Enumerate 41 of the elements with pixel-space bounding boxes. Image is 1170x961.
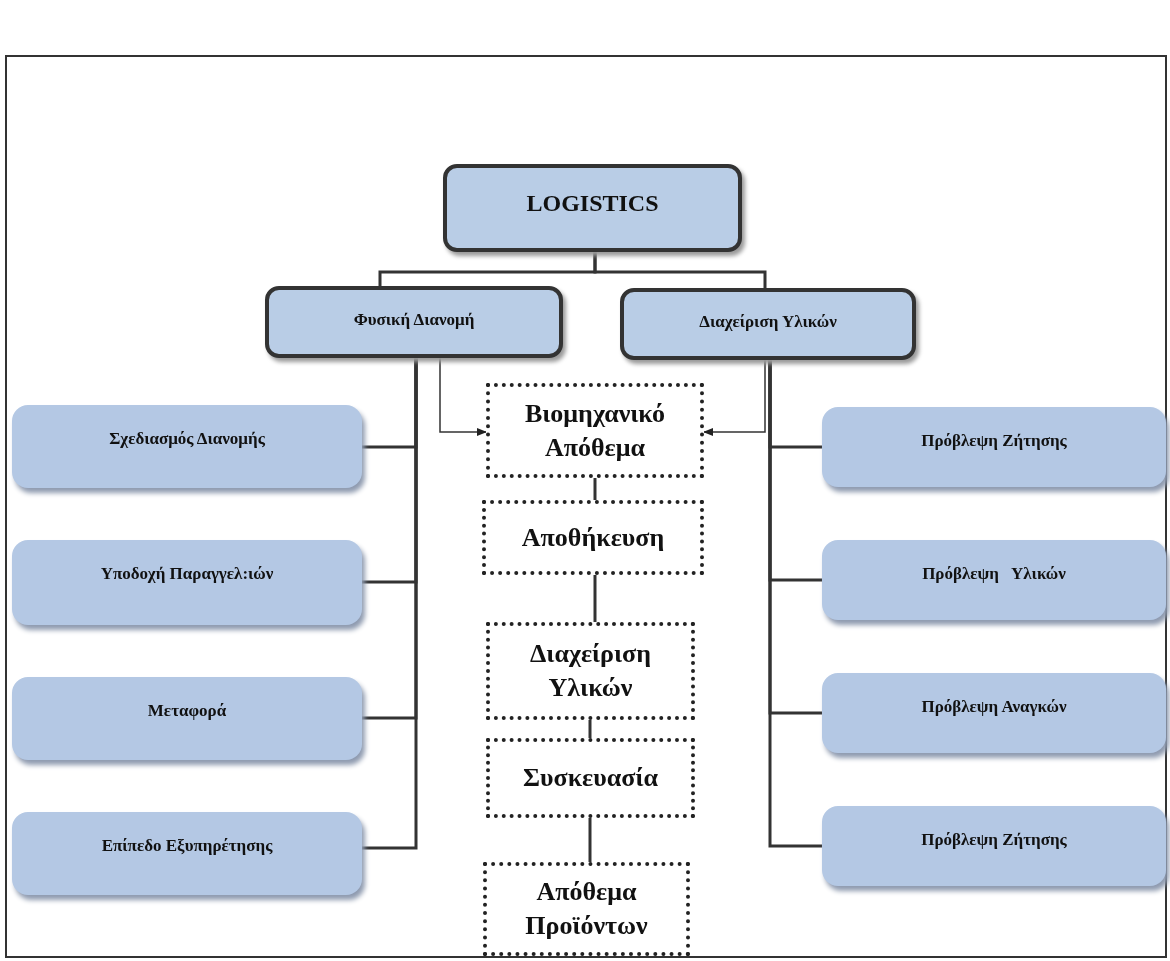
rounded-box	[12, 677, 362, 760]
box-label: Συσκευασία	[523, 762, 658, 795]
rounded-box	[822, 673, 1166, 753]
box-label: Σχεδιασμός Διανομής	[109, 429, 265, 449]
dotted-box	[486, 383, 704, 478]
box-label: Φυσική Διανομή	[353, 310, 475, 330]
box-label: Πρόβλεψη Ζήτησης	[921, 830, 1067, 850]
connector-line	[593, 575, 597, 622]
box-label: Υποδοχή Παραγγελ:ιών	[100, 564, 274, 584]
box-label: Απόθεμα Προϊόντων	[524, 876, 649, 942]
category-box	[620, 288, 916, 360]
rounded-box	[12, 405, 362, 488]
box-label: Πρόβλεψη Ζήτησης	[921, 431, 1067, 451]
connector-line	[593, 252, 767, 288]
box-label: Διαχείριση Υλικών	[699, 312, 837, 332]
dotted-box	[483, 862, 690, 956]
connector-line	[593, 478, 597, 500]
rounded-box	[12, 812, 362, 895]
rounded-box	[822, 407, 1166, 487]
box-label: Πρόβλεψη Αναγκών	[921, 697, 1067, 717]
box-label: Μεταφορά	[147, 701, 227, 721]
connector-line	[362, 358, 418, 850]
category-box	[443, 164, 742, 252]
dotted-box	[482, 500, 704, 575]
box-label: Βιομηχανικό Απόθεμα	[523, 397, 666, 464]
dotted-box	[486, 622, 695, 720]
connector-line	[768, 360, 822, 848]
box-label: LOGISTICS	[526, 190, 659, 217]
category-box	[265, 286, 563, 358]
dotted-box	[486, 738, 695, 818]
arrow	[703, 359, 766, 436]
rounded-box	[12, 540, 362, 625]
box-label: Πρόβλεψη Υλικών	[922, 564, 1066, 584]
rounded-box	[822, 540, 1166, 620]
box-label: Αποθήκευση	[521, 521, 665, 554]
connector-line	[588, 720, 592, 738]
rounded-box	[822, 806, 1166, 886]
box-label: Διαχείριση Υλικών	[529, 638, 652, 704]
box-label: Επίπεδο Εξυπηρέτησης	[101, 836, 273, 856]
connector-line	[588, 818, 592, 862]
arrow	[439, 357, 487, 436]
